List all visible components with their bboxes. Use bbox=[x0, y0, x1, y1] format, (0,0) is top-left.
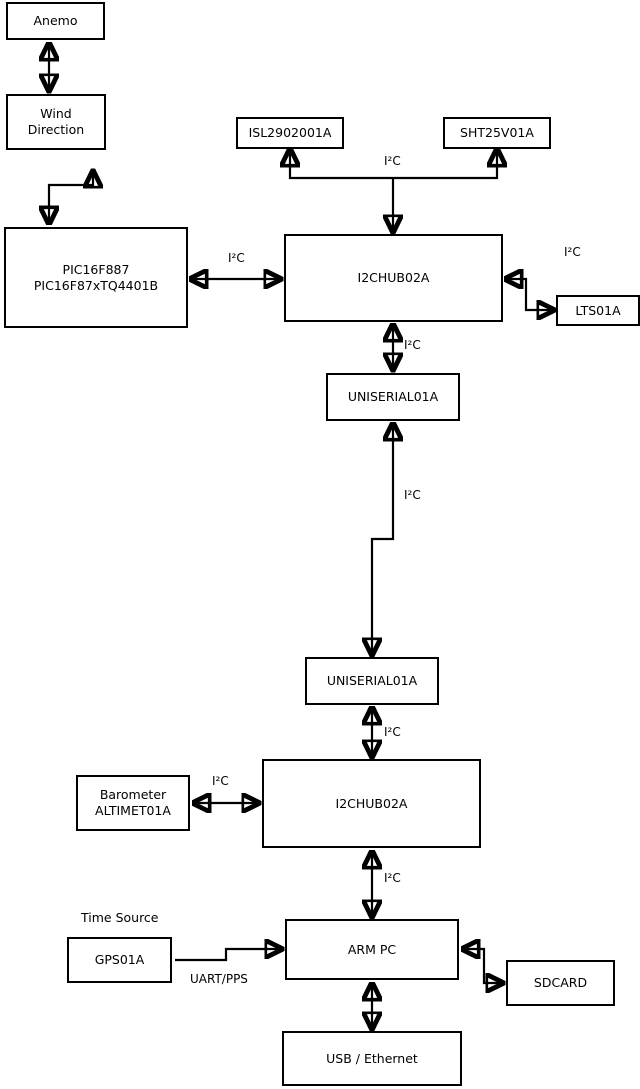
node-barometer-line2: ALTIMET01A bbox=[95, 803, 171, 818]
node-wind-direction-line1: Wind bbox=[40, 106, 72, 121]
node-anemo-label: Anemo bbox=[33, 13, 78, 28]
edge-label-i2c-barometer-hub2: I²C bbox=[212, 774, 229, 788]
node-i2chub02a-bottom-label: I2CHUB02A bbox=[335, 795, 408, 811]
node-pic-mcu-line1: PIC16F887 bbox=[62, 261, 130, 277]
node-wind-direction-line2: Direction bbox=[27, 122, 85, 137]
node-uniserial01a-bottom-label: UNISERIAL01A bbox=[326, 673, 418, 688]
edge-label-i2c-hub-lts: I²C bbox=[564, 245, 581, 259]
node-pic-mcu-line2: PIC16F87xTQ4401B bbox=[33, 277, 159, 293]
edge-label-i2c-uniserial-link: I²C bbox=[404, 488, 421, 502]
node-uniserial01a-top-label: UNISERIAL01A bbox=[347, 389, 439, 404]
node-uniserial01a-top[interactable]: UNISERIAL01A bbox=[326, 373, 460, 421]
node-wind-direction-label: Wind Direction bbox=[28, 106, 84, 138]
node-i2chub02a-bottom[interactable]: I2CHUB02A bbox=[262, 759, 481, 848]
edge-label-uart-pps: UART/PPS bbox=[190, 972, 248, 986]
node-isl2902001a-label: ISL2902001A bbox=[248, 125, 332, 140]
edge-hub-lts bbox=[506, 279, 553, 310]
node-barometer-altimet01a[interactable]: Barometer ALTIMET01A bbox=[76, 775, 190, 831]
edge-bus-sht-branch bbox=[393, 150, 497, 180]
edge-armpc-sdcard bbox=[463, 949, 502, 983]
edge-label-i2c-hub-uniserial: I²C bbox=[404, 338, 421, 352]
node-anemo[interactable]: Anemo bbox=[6, 2, 105, 40]
node-i2chub02a-top[interactable]: I2CHUB02A bbox=[284, 234, 503, 322]
node-arm-pc-label: ARM PC bbox=[347, 941, 397, 957]
node-usb-ethernet[interactable]: USB / Ethernet bbox=[282, 1031, 462, 1086]
node-lts01a-label: LTS01A bbox=[575, 302, 621, 318]
edge-bus-sensors-trunk bbox=[290, 150, 393, 180]
node-usb-ethernet-label: USB / Ethernet bbox=[326, 1050, 418, 1066]
node-pic-mcu[interactable]: PIC16F887 PIC16F87xTQ4401B bbox=[4, 227, 188, 328]
node-arm-pc[interactable]: ARM PC bbox=[285, 919, 459, 980]
node-barometer-altimet01a-label: Barometer ALTIMET01A bbox=[95, 787, 171, 819]
node-gps01a[interactable]: GPS01A bbox=[67, 937, 172, 983]
node-wind-direction[interactable]: Wind Direction bbox=[6, 94, 106, 150]
node-i2chub02a-top-label: I2CHUB02A bbox=[357, 270, 430, 285]
edge-gps-armpc bbox=[175, 949, 281, 962]
node-barometer-line1: Barometer bbox=[99, 787, 167, 802]
node-isl2902001a[interactable]: ISL2902001A bbox=[236, 117, 344, 149]
node-gps01a-label: GPS01A bbox=[94, 952, 145, 967]
edge-uniserial-link bbox=[372, 424, 393, 654]
node-lts01a[interactable]: LTS01A bbox=[556, 295, 640, 326]
edge-label-i2c-sensors-top: I²C bbox=[384, 154, 401, 168]
node-sht25v01a-label: SHT25V01A bbox=[460, 125, 534, 140]
node-pic-mcu-label: PIC16F887 PIC16F87xTQ4401B bbox=[34, 262, 158, 294]
label-time-source: Time Source bbox=[81, 910, 159, 925]
edge-pic-wind bbox=[49, 172, 93, 223]
edge-label-i2c-hub2-armpc: I²C bbox=[384, 871, 401, 885]
node-sht25v01a[interactable]: SHT25V01A bbox=[443, 117, 551, 149]
edge-label-i2c-uniserial-hub2: I²C bbox=[384, 725, 401, 739]
edge-label-i2c-pic-hub: I²C bbox=[228, 251, 245, 265]
node-sdcard-label: SDCARD bbox=[533, 975, 588, 990]
node-uniserial01a-bottom[interactable]: UNISERIAL01A bbox=[305, 657, 439, 705]
node-sdcard[interactable]: SDCARD bbox=[506, 960, 615, 1006]
